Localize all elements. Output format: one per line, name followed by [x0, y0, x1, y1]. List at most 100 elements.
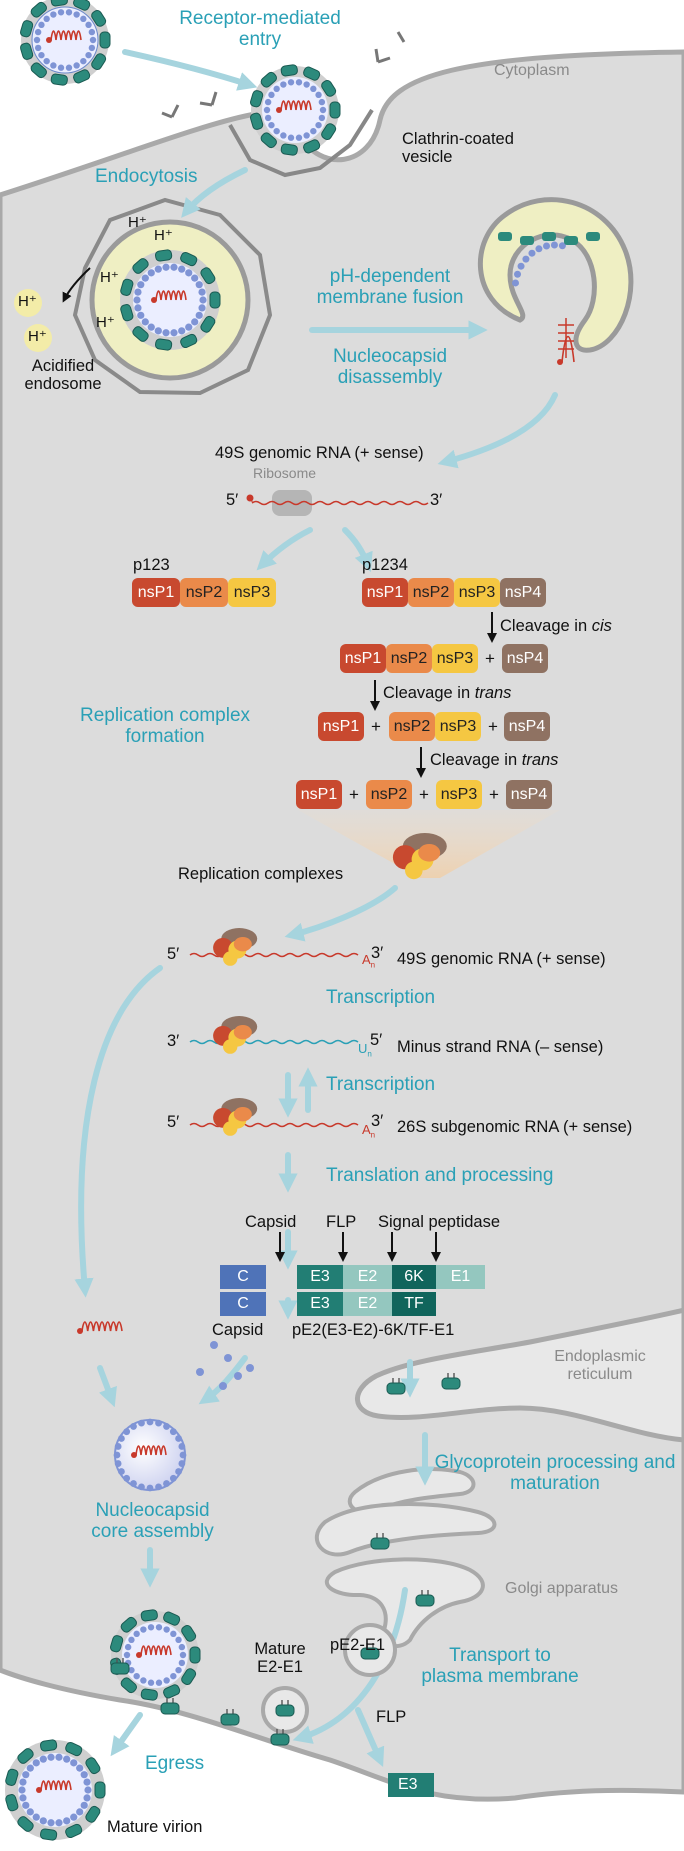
rc-formation-label: Replication complex formation [79, 705, 251, 748]
released-genome-coil [558, 318, 574, 358]
capsomere-dot [39, 1755, 47, 1763]
capsomere-dot [295, 134, 303, 141]
capsomere-dot [34, 28, 42, 36]
released-capsomere [543, 242, 551, 250]
capsomere-dot [137, 311, 145, 319]
capsomere-dot [33, 36, 41, 44]
capsomere-dot [179, 1651, 187, 1659]
capsomere-dot [32, 1813, 40, 1821]
flp-label: FLP [376, 1708, 407, 1726]
pe2e1-label: pE2-E1 [330, 1636, 386, 1654]
mature-virion-label: Mature virion [107, 1818, 203, 1836]
row3-label: 26S subgenomic RNA (+ sense) [397, 1118, 633, 1136]
glycoprotein-spike [91, 53, 107, 71]
glycoprotein-spike [180, 333, 198, 349]
capsomere-dot [155, 1624, 163, 1631]
glycoprotein-spike [39, 1828, 58, 1841]
row1-5prime: 5′ [167, 945, 180, 963]
row1-label: 49S genomic RNA (+ sense) [397, 950, 606, 968]
c3-plus-1: + [349, 785, 359, 804]
capsomere-dot [50, 62, 57, 69]
free-capsid [196, 1368, 204, 1376]
replication-complex-main [392, 833, 447, 880]
capsomere-dot [170, 263, 178, 271]
free-capsid [210, 1341, 218, 1349]
capsomere-dots [18, 9, 566, 1827]
e3-released-label: E3 [398, 1776, 418, 1793]
capsomere-dot [19, 1794, 27, 1802]
c2-plus-1: + [371, 717, 381, 736]
cleavage-trans-label-1: Cleavage in trans [383, 684, 511, 702]
replication-complex-glyphs [213, 833, 447, 1136]
cleavage-trans-label-2: Cleavage in trans [430, 751, 558, 769]
capsomere-dot [55, 1819, 63, 1827]
c1-nsp3: nsP3 [432, 644, 478, 673]
fusing-spike [498, 232, 512, 241]
capsomere-dot [170, 329, 178, 337]
virion-genome [140, 1645, 172, 1656]
capsomere-dot [303, 81, 310, 88]
c3-nsp1: nsP1 [296, 780, 342, 809]
row3-3prime: 3′ [371, 1112, 384, 1130]
capsomere-dot [170, 1672, 177, 1680]
capsomere-dot [155, 1419, 162, 1427]
membrane-glycoprotein [110, 1658, 130, 1675]
glycoprotein-spike [39, 1739, 58, 1752]
capsomere-dot [178, 265, 186, 273]
capsomere-dot [128, 1666, 135, 1674]
released-capsomere [528, 249, 536, 257]
glycoprotein-spike [50, 0, 68, 7]
glycoprotein-spike [120, 304, 134, 322]
row3-poly-a: An [362, 1122, 375, 1141]
glycoprotein-spike [140, 1688, 158, 1701]
transcription-label-1: Transcription [326, 987, 436, 1008]
capsomere-dot [268, 121, 275, 129]
cleavage-cis-text: Cleavage in [500, 617, 588, 635]
capsomere-dot [83, 1794, 91, 1802]
glycoprotein-spike [120, 278, 134, 296]
capsomere-dot [163, 1480, 170, 1487]
capsomere-dot [80, 1801, 88, 1809]
transport-pm-label: Transport to plasma membrane [421, 1645, 579, 1688]
capsomere-dot [163, 1423, 170, 1430]
capsomere-dot [85, 51, 92, 59]
capsomere-dot [280, 132, 287, 139]
capsomere-dot [137, 281, 145, 289]
capsomere-dot [287, 79, 295, 86]
row2-3prime: 3′ [167, 1032, 180, 1050]
capsomere-dot [263, 106, 271, 114]
membrane-glycoprotein [370, 1533, 390, 1550]
released-genome [561, 336, 575, 363]
glycoprotein-spike [180, 251, 198, 267]
rna-cap [36, 1787, 42, 1793]
row1-poly-a: An [362, 952, 375, 971]
released-capsomere [517, 262, 525, 270]
capsomere-dot [138, 1419, 145, 1427]
membrane-glycoprotein [275, 1700, 295, 1717]
glycoprotein-spike [280, 64, 298, 77]
rna-cap [136, 1652, 142, 1658]
subgenomic-rna-row [189, 1122, 359, 1128]
capsomere-dot [38, 51, 45, 59]
capsomere-dot [178, 1659, 186, 1667]
capsomere-dot [128, 1636, 135, 1644]
membrane-glycoprotein [360, 1643, 380, 1660]
e3-box-1: E3 [297, 1265, 343, 1289]
genomic-rna-strand [251, 500, 429, 506]
fusing-spike [564, 236, 578, 245]
p123-nsp1: nsP1 [132, 578, 180, 607]
endoplasmic-reticulum [355, 1307, 684, 1443]
capsomere-dot [43, 57, 50, 65]
capsomere-dot [141, 274, 149, 282]
glycoprotein-spike [260, 132, 277, 149]
rna-cap [276, 107, 282, 113]
fusing-spike [520, 236, 534, 245]
glycoprotein-spike [65, 1741, 83, 1757]
glycoprotein-spike [163, 1684, 181, 1699]
virion-vesicle [251, 66, 339, 154]
capsomere-dot [134, 304, 142, 312]
row2-label: Minus strand RNA (– sense) [397, 1038, 604, 1056]
capsomere-dot [147, 323, 155, 331]
c1-nsp1: nsP1 [340, 644, 386, 673]
receptor-entry-label: Receptor-mediated entry [179, 8, 341, 51]
